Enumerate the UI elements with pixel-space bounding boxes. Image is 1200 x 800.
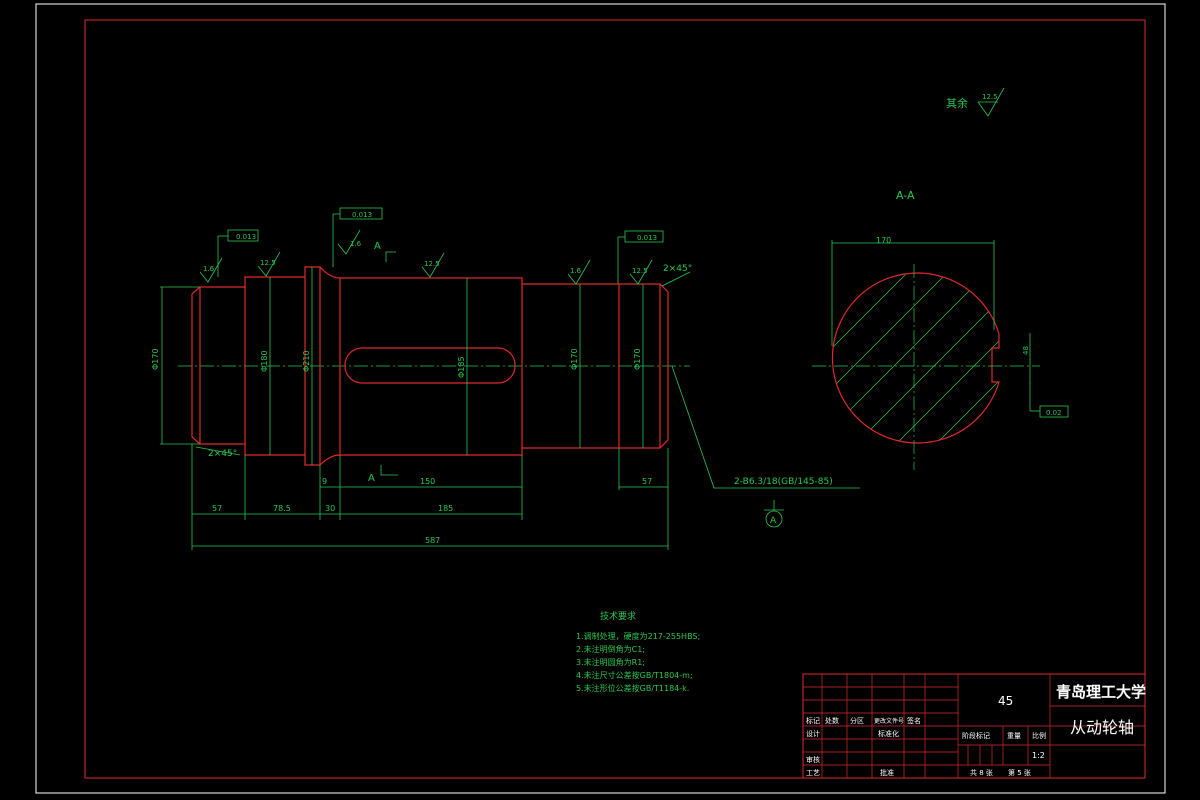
dim-185: 185 (438, 504, 453, 513)
section-marker-top: A (374, 241, 381, 252)
dim-d5: Φ170 (570, 348, 579, 370)
keyway (344, 347, 516, 384)
tech-title: 技术要求 (600, 610, 636, 622)
svg-text:0.013: 0.013 (236, 233, 256, 241)
title-block: 45 青岛理工大学 从动轮轴 标记 处数 分区 更改文件号 签名 设计 标准化 … (802, 673, 1146, 779)
section-marker-bottom: A (368, 473, 375, 484)
svg-text:0.02: 0.02 (1046, 409, 1062, 417)
datum-letter: A (770, 516, 777, 526)
section-depth-dim: 170 (876, 236, 891, 245)
svg-text:工艺: 工艺 (806, 769, 820, 777)
svg-text:0.013: 0.013 (637, 234, 657, 242)
material: 45 (998, 694, 1013, 708)
chamfer-right: 2×45° (663, 264, 692, 274)
dim-78: 78.5 (273, 504, 291, 513)
svg-text:处数: 处数 (825, 716, 839, 725)
dim-total: 587 (425, 536, 440, 545)
svg-text:更改文件号: 更改文件号 (874, 717, 904, 725)
svg-text:2.未注明倒角为C1;: 2.未注明倒角为C1; (576, 644, 645, 654)
school-name: 青岛理工大学 (1056, 683, 1146, 701)
svg-text:设计: 设计 (806, 729, 820, 738)
length-dims: 57 78.5 30 185 9 150 57 587 (191, 444, 669, 550)
center-hole-note: 2-B6.3/18(GB/145-85) (734, 477, 833, 487)
outer-frame (35, 3, 1166, 794)
svg-text:12.5: 12.5 (260, 259, 276, 267)
svg-text:1.6: 1.6 (570, 267, 582, 275)
chamfer-left: 2×45° (208, 449, 237, 459)
dim-57a: 57 (212, 504, 222, 513)
svg-text:标记: 标记 (806, 716, 820, 725)
svg-text:标准化: 标准化 (878, 729, 899, 738)
svg-text:4.未注尺寸公差按GB/T1804-m;: 4.未注尺寸公差按GB/T1804-m; (576, 670, 693, 680)
svg-text:重量: 重量 (1007, 732, 1021, 740)
key-width-dim: 48 (1022, 346, 1030, 355)
dim-9: 9 (322, 477, 327, 486)
dim-150: 150 (420, 477, 435, 486)
svg-text:阶段标记: 阶段标记 (962, 731, 990, 740)
svg-text:1:2: 1:2 (1032, 751, 1045, 760)
svg-text:3.未注明圆角为R1;: 3.未注明圆角为R1; (576, 657, 645, 667)
svg-text:共 8 张: 共 8 张 (970, 768, 993, 777)
svg-text:比例: 比例 (1032, 731, 1046, 740)
svg-text:1.6: 1.6 (350, 240, 362, 248)
svg-text:1.调制处理，硬度为217-255HBS;: 1.调制处理，硬度为217-255HBS; (576, 631, 700, 641)
dim-d2: Φ180 (260, 350, 269, 372)
rest-value: 12.5 (982, 93, 998, 101)
svg-text:12.5: 12.5 (424, 260, 440, 268)
svg-text:12.5: 12.5 (632, 267, 648, 275)
dim-57b: 57 (642, 477, 652, 486)
section-label: A-A (896, 189, 915, 202)
section-view: 170 48 (812, 236, 1040, 470)
svg-text:第 5 张: 第 5 张 (1008, 768, 1031, 777)
svg-text:批准: 批准 (880, 768, 894, 777)
roughness-symbols: 1.6 12.5 1.6 12.5 1.6 12.5 (199, 229, 653, 285)
svg-text:审核: 审核 (806, 755, 820, 764)
svg-text:5.未注形位公差按GB/T1184-k.: 5.未注形位公差按GB/T1184-k. (576, 683, 689, 693)
dim-30: 30 (325, 504, 335, 513)
svg-text:签名: 签名 (907, 716, 921, 725)
rest-label: 其余 (946, 96, 968, 110)
dim-d1: Φ170 (151, 348, 160, 370)
svg-text:0.013: 0.013 (352, 211, 372, 219)
tech-requirements: 技术要求 1.调制处理，硬度为217-255HBS; 2.未注明倒角为C1; 3… (576, 610, 700, 693)
svg-text:分区: 分区 (850, 716, 864, 725)
part-name: 从动轮轴 (1070, 718, 1134, 737)
diameter-dims: Φ170 Φ180 Φ210 Φ185 Φ170 Φ170 (151, 267, 644, 465)
shaft-outline (191, 266, 669, 466)
svg-text:1.6: 1.6 (203, 265, 215, 273)
surface-finish-rest: 其余 12.5 (946, 87, 1005, 117)
tolerance-frames: 0.013 0.013 0.013 0.02 (217, 207, 1069, 418)
dim-d4: Φ185 (457, 356, 466, 378)
inner-frame (84, 19, 1146, 779)
dim-d6: Φ170 (633, 348, 642, 370)
dim-d3: Φ210 (302, 350, 311, 372)
